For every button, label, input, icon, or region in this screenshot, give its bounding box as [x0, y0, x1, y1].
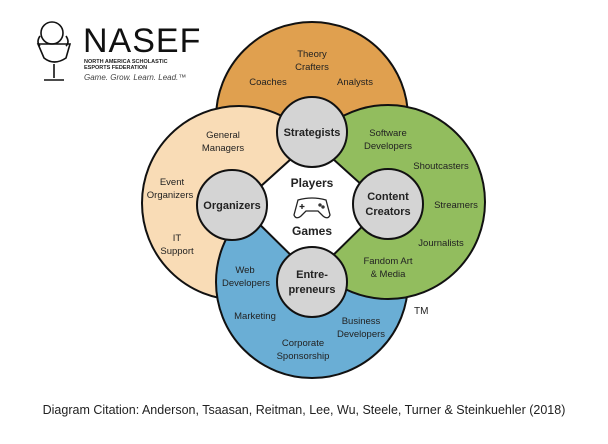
logo-subtitle: NORTH AMERICA SCHOLASTIC: [84, 59, 168, 65]
role-label: Event: [160, 177, 185, 188]
logo-tagline: Game. Grow. Learn. Lead.™: [84, 73, 187, 82]
role-label: Analysts: [337, 77, 373, 88]
trademark: TM: [414, 306, 429, 317]
role-label: Software: [369, 128, 407, 139]
role-label: Fandom Art: [363, 256, 412, 267]
hub-content-creators: [352, 168, 424, 240]
role-label: Developers: [222, 278, 270, 289]
role-label: Developers: [364, 141, 412, 152]
role-label: Marketing: [234, 311, 276, 322]
hub-strategists: [276, 96, 348, 168]
gamepad-icon: [293, 197, 331, 219]
citation-caption: Diagram Citation: Anderson, Tsaasan, Rei…: [42, 403, 566, 417]
logo-subtitle: ESPORTS FEDERATION: [84, 65, 148, 71]
role-label: Developers: [337, 329, 385, 340]
role-label: & Media: [371, 269, 407, 280]
logo-title: NASEF: [83, 22, 202, 60]
role-label: Organizers: [147, 190, 194, 201]
hub-label: Creators: [365, 206, 410, 218]
center-players: Players: [291, 176, 334, 190]
role-label: Journalists: [418, 238, 464, 249]
role-label: General: [206, 130, 240, 141]
role-label: Theory: [297, 49, 327, 60]
hub-label: Strategists: [284, 127, 341, 139]
hub-entrepreneurs: [276, 246, 348, 318]
role-label: Corporate: [282, 338, 324, 349]
role-label: Shoutcasters: [413, 161, 469, 172]
role-label: Sponsorship: [277, 351, 330, 362]
trophy-logo-icon: [36, 21, 72, 81]
hub-label: Organizers: [203, 200, 260, 212]
role-label: Support: [160, 246, 194, 257]
role-label: Coaches: [249, 77, 287, 88]
role-label: IT: [173, 233, 182, 244]
center-games: Games: [292, 224, 332, 238]
role-label: Streamers: [434, 200, 478, 211]
role-label: Web: [235, 265, 254, 276]
hub-label: Content: [367, 191, 409, 203]
hub-label: preneurs: [288, 284, 335, 296]
hub-organizers: [196, 169, 268, 241]
role-label: Managers: [202, 143, 244, 154]
role-label: Crafters: [295, 62, 329, 73]
hub-label: Entre-: [296, 269, 328, 281]
role-label: Business: [342, 316, 381, 327]
